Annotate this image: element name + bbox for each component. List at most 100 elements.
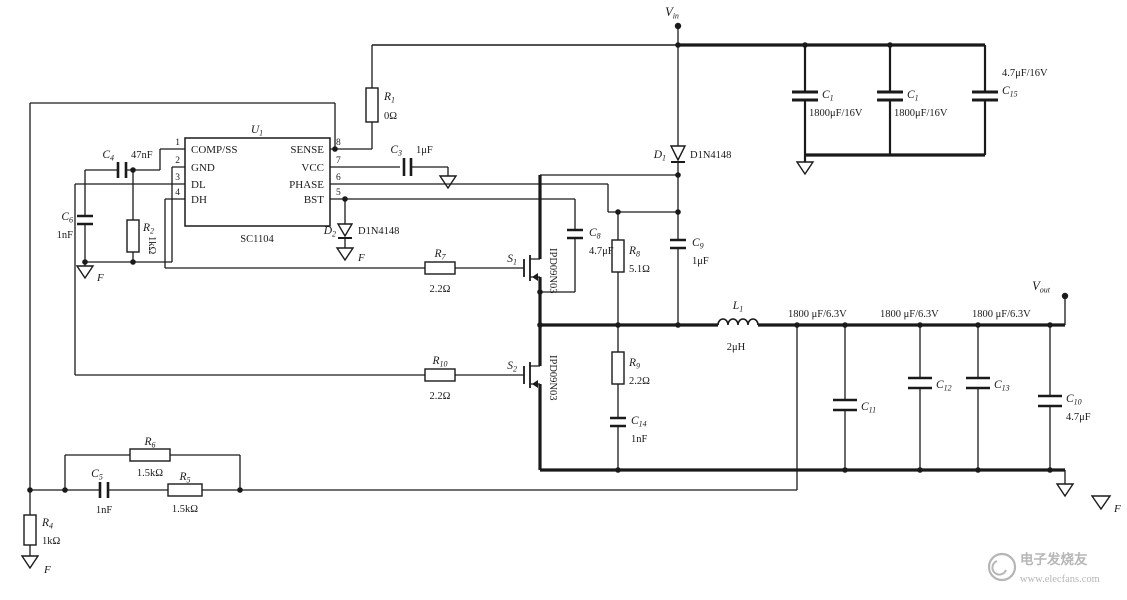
pin-num-7: 7 [336,156,341,166]
cap-c4 [116,162,128,178]
mosfet-s2-arrow [532,380,538,388]
l1-value: 2μH [727,342,746,353]
resistor-r8 [611,239,625,273]
ground-output-f [1090,495,1112,511]
c15-value: 4.7μF/16V [1002,68,1048,79]
ground-symbols [20,161,1112,570]
r2-ref: R2 [142,222,154,236]
resistors [23,87,625,546]
r1-value: 0Ω [384,111,397,122]
r5-ref: R5 [178,471,190,485]
r7-ref: R7 [433,248,446,262]
c1b-value: 1800μF/16V [894,108,948,119]
r2-value: 1kΩ [146,236,157,255]
resistor-r1 [365,87,379,123]
r10-ref: R10 [431,355,447,369]
c8-ref: C8 [589,227,601,241]
resistor-r2 [126,219,140,253]
r7-value: 2.2Ω [430,284,451,295]
c6-ref: C6 [61,211,73,225]
resistor-r9 [611,351,625,385]
c13-value: 1800 μF/6.3V [972,309,1031,320]
ground-f-label: F [43,564,51,576]
pin-name-vcc: VCC [301,162,324,174]
c11-value: 1800 μF/6.3V [788,309,847,320]
cap-c9 [670,238,686,250]
pin-num-6: 6 [336,173,341,183]
ic-part: SC1104 [240,234,274,245]
cap-c11 [833,398,857,412]
cap-c15 [972,90,998,102]
watermark: 电子发烧友 www.elecfans.com [987,551,1100,585]
watermark-brand: 电子发烧友 [1020,551,1088,567]
cap-c6 [77,214,93,226]
pin-num-8: 8 [336,138,341,148]
inductor-l1 [717,318,759,326]
ground-comp-network [75,265,95,280]
vout-label: Vout [1032,279,1051,295]
c1a-ref: C1 [822,89,834,103]
c9-value: 1μF [692,256,709,267]
cap-c3 [402,158,413,176]
d1-ref: D1 [653,149,666,163]
capacitors [77,90,1062,498]
c3-ref: C3 [390,144,402,158]
c11-ref: C11 [861,401,876,415]
ground-c3 [438,175,458,190]
diode-d2 [336,223,354,239]
pin-num-5: 5 [336,188,341,198]
r6-value: 1.5kΩ [137,468,163,479]
s2-ref: S2 [507,360,517,374]
pin-num-3: 3 [175,173,180,183]
s2-part: IPD09N03 [547,355,558,401]
pin-name-compss: COMP/SS [191,144,237,156]
c3-value: 1μF [416,145,433,156]
power-rails [538,43,1065,472]
ground-f-label: F [96,272,104,284]
pin-name-dl: DL [191,179,206,191]
d2-ref: D2 [323,225,336,239]
s1-ref: S1 [507,253,517,267]
cap-c8 [567,228,583,240]
pin-num-1: 1 [175,138,180,148]
ground-f-label: F [357,252,365,264]
vout-terminal [1061,292,1069,300]
c1a-value: 1800μF/16V [809,108,863,119]
ground-f-label: F [1113,503,1121,515]
pin-name-dh: DH [191,194,207,206]
c12-value: 1800 μF/6.3V [880,309,939,320]
cap-c14 [610,416,626,428]
wires [29,26,1066,556]
labels: Vin Vout U1 SC1104 COMP/SS GND DL DH 1 2… [41,5,1121,576]
c1b-ref: C1 [907,89,919,103]
cap-c13 [966,376,990,390]
ic-sc1104 [184,137,331,227]
c5-ref: C5 [91,468,103,482]
cap-c1a [792,90,818,102]
c8-value: 4.7μF [589,246,614,257]
mosfet-s2 [523,362,538,388]
cap-c1b [877,90,903,102]
r10-value: 2.2Ω [430,391,451,402]
diode-d1 [669,145,687,163]
r9-ref: R9 [628,357,640,371]
c10-value: 4.7μF [1066,412,1091,423]
resistor-r4 [23,514,37,546]
r5-value: 1.5kΩ [172,504,198,515]
cap-c10 [1038,394,1062,408]
c15-ref: C15 [1002,85,1018,99]
mosfet-s1 [523,255,538,281]
c4-ref: C4 [102,149,114,163]
watermark-logo [987,552,1017,582]
pin-name-sense: SENSE [290,144,324,156]
s1-part: IPD09N03 [547,248,558,294]
resistor-r5 [167,483,203,497]
ground-r4 [20,555,40,570]
cap-c5 [98,482,110,498]
vin-label: Vin [665,5,679,21]
c12-ref: C12 [936,379,952,393]
pin-name-gnd: GND [191,162,215,174]
l1-ref: L1 [732,300,743,314]
